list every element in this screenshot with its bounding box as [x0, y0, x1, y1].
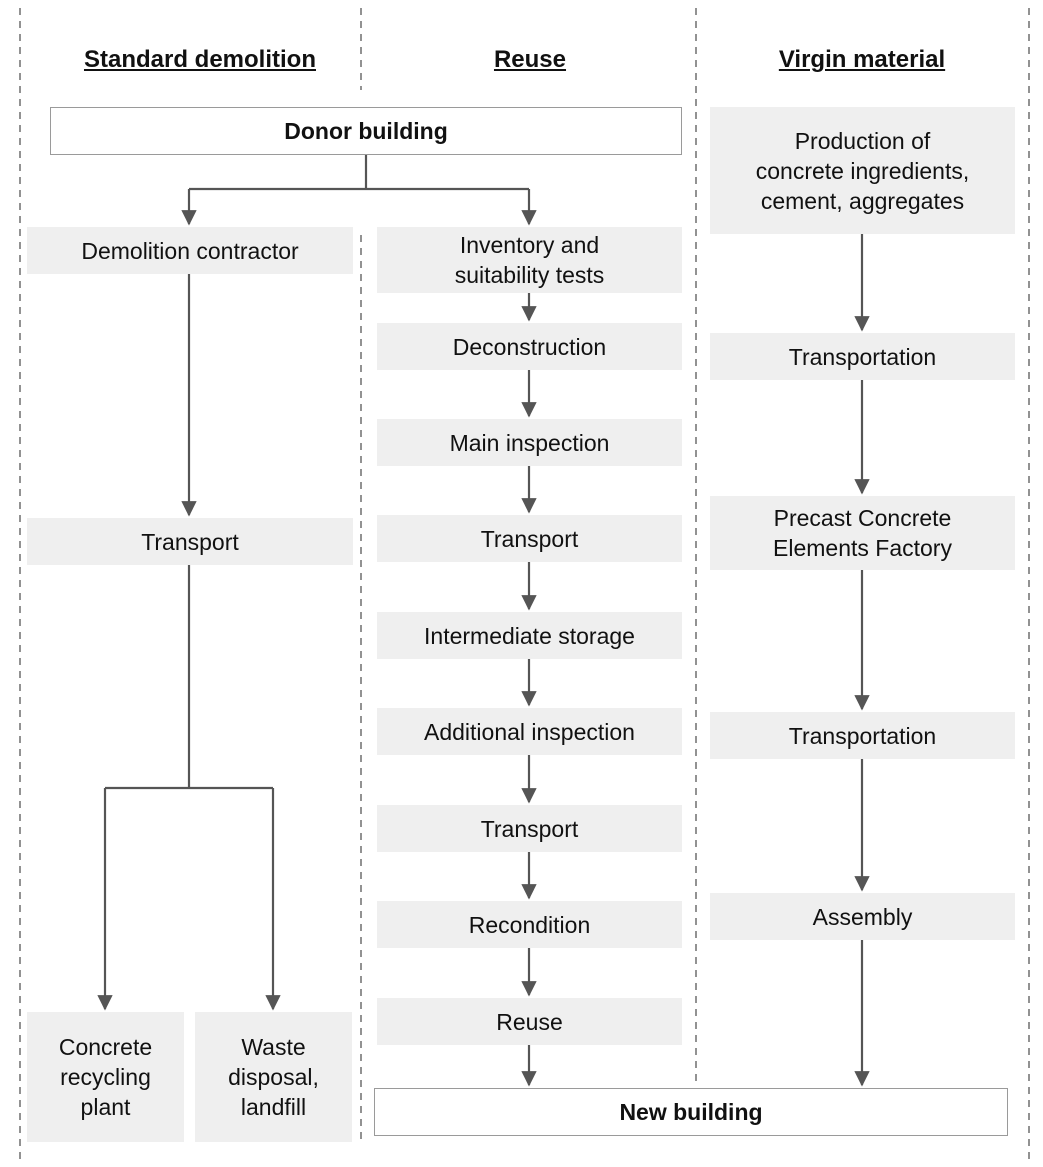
node-reuse: Reuse [377, 998, 682, 1045]
node-assembly: Assembly [710, 893, 1015, 940]
node-demolition-contractor: Demolition contractor [27, 227, 353, 274]
header-reuse: Reuse [493, 46, 567, 73]
node-production-ingredients: Production of concrete ingredients, ceme… [710, 107, 1015, 234]
node-precast-factory: Precast Concrete Elements Factory [710, 496, 1015, 570]
node-intermediate-storage: Intermediate storage [377, 612, 682, 659]
node-transportation-1: Transportation [710, 333, 1015, 380]
header-virgin-material: Virgin material [778, 46, 946, 73]
node-recondition: Recondition [377, 901, 682, 948]
node-new-building: New building [374, 1088, 1008, 1136]
node-additional-inspection: Additional inspection [377, 708, 682, 755]
node-main-inspection: Main inspection [377, 419, 682, 466]
node-reuse-transport-1: Transport [377, 515, 682, 562]
column-dividers [19, 8, 1030, 1160]
node-transportation-2: Transportation [710, 712, 1015, 759]
node-inventory-suitability-tests: Inventory and suitability tests [377, 227, 682, 293]
node-reuse-transport-2: Transport [377, 805, 682, 852]
header-standard-demolition: Standard demolition [83, 46, 316, 73]
node-standard-transport: Transport [27, 518, 353, 565]
node-concrete-recycling-plant: Concrete recycling plant [27, 1012, 184, 1142]
node-waste-disposal: Waste disposal, landfill [195, 1012, 352, 1142]
node-deconstruction: Deconstruction [377, 323, 682, 370]
node-donor-building: Donor building [50, 107, 682, 155]
